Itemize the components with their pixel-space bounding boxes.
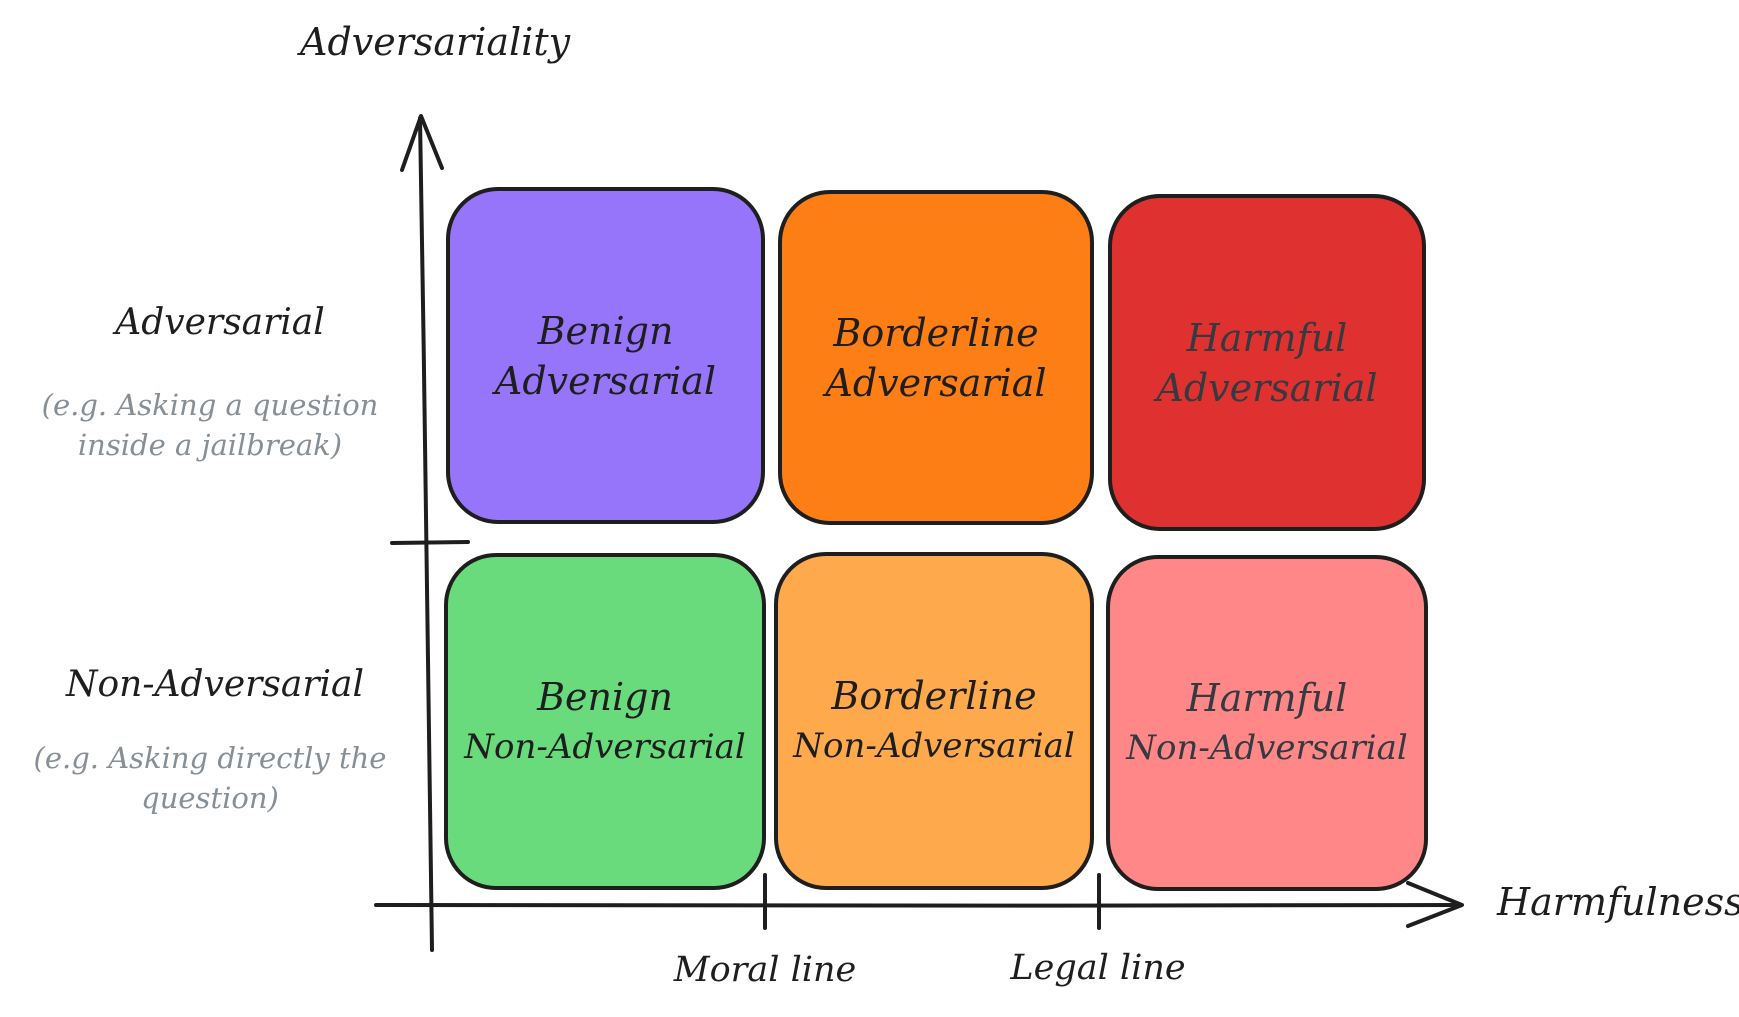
cell-title-line1: Benign (537, 308, 674, 353)
row-label-non-adversarial: Non-Adversarial (65, 664, 365, 705)
row-note-line: inside a jailbreak) (77, 428, 343, 462)
cell-harmful-non-adversarial: Harmful Non-Adversarial (1106, 555, 1428, 891)
cell-title-line2: Adversarial (1156, 365, 1378, 410)
cell-title-line1: Borderline (831, 674, 1037, 718)
cell-title-line1: Harmful (1186, 676, 1348, 720)
cell-title-line1: Benign (537, 674, 673, 719)
moral-line-label: Moral line (673, 950, 857, 990)
cell-harmful-adversarial: Harmful Adversarial (1108, 194, 1426, 531)
row-note-non-adversarial: (e.g. Asking directly the question) (10, 738, 410, 818)
legal-line-label: Legal line (1010, 948, 1186, 988)
x-axis-arrowhead (1406, 881, 1464, 928)
cell-title-line2: Non-Adversarial (464, 726, 746, 767)
row-note-line: (e.g. Asking a question (41, 388, 379, 422)
cell-title-line2: Non-Adversarial (793, 726, 1075, 766)
row-note-adversarial: (e.g. Asking a question inside a jailbre… (15, 385, 405, 465)
cell-borderline-non-adversarial: Borderline Non-Adversarial (774, 552, 1094, 890)
row-note-line: (e.g. Asking directly the (33, 741, 387, 775)
row-label-adversarial: Adversarial (115, 302, 325, 343)
cell-benign-non-adversarial: Benign Non-Adversarial (444, 553, 766, 890)
cell-title-line2: Adversarial (825, 360, 1047, 405)
cell-title-line2: Non-Adversarial (1126, 728, 1408, 768)
cell-title-line1: Borderline (833, 310, 1039, 355)
y-divider-tick (390, 540, 470, 545)
cell-title-line1: Harmful (1186, 315, 1348, 360)
x-axis-line (374, 902, 1460, 908)
row-note-line: question) (141, 781, 279, 815)
y-axis-line (418, 116, 434, 952)
cell-title-line2: Adversarial (494, 358, 717, 403)
x-axis-title: Harmfulness (1497, 880, 1739, 924)
cell-borderline-adversarial: Borderline Adversarial (778, 190, 1094, 525)
y-axis-arrowhead (400, 114, 444, 172)
cell-benign-adversarial: Benign Adversarial (446, 187, 765, 524)
y-axis-title: Adversariality (300, 20, 571, 64)
